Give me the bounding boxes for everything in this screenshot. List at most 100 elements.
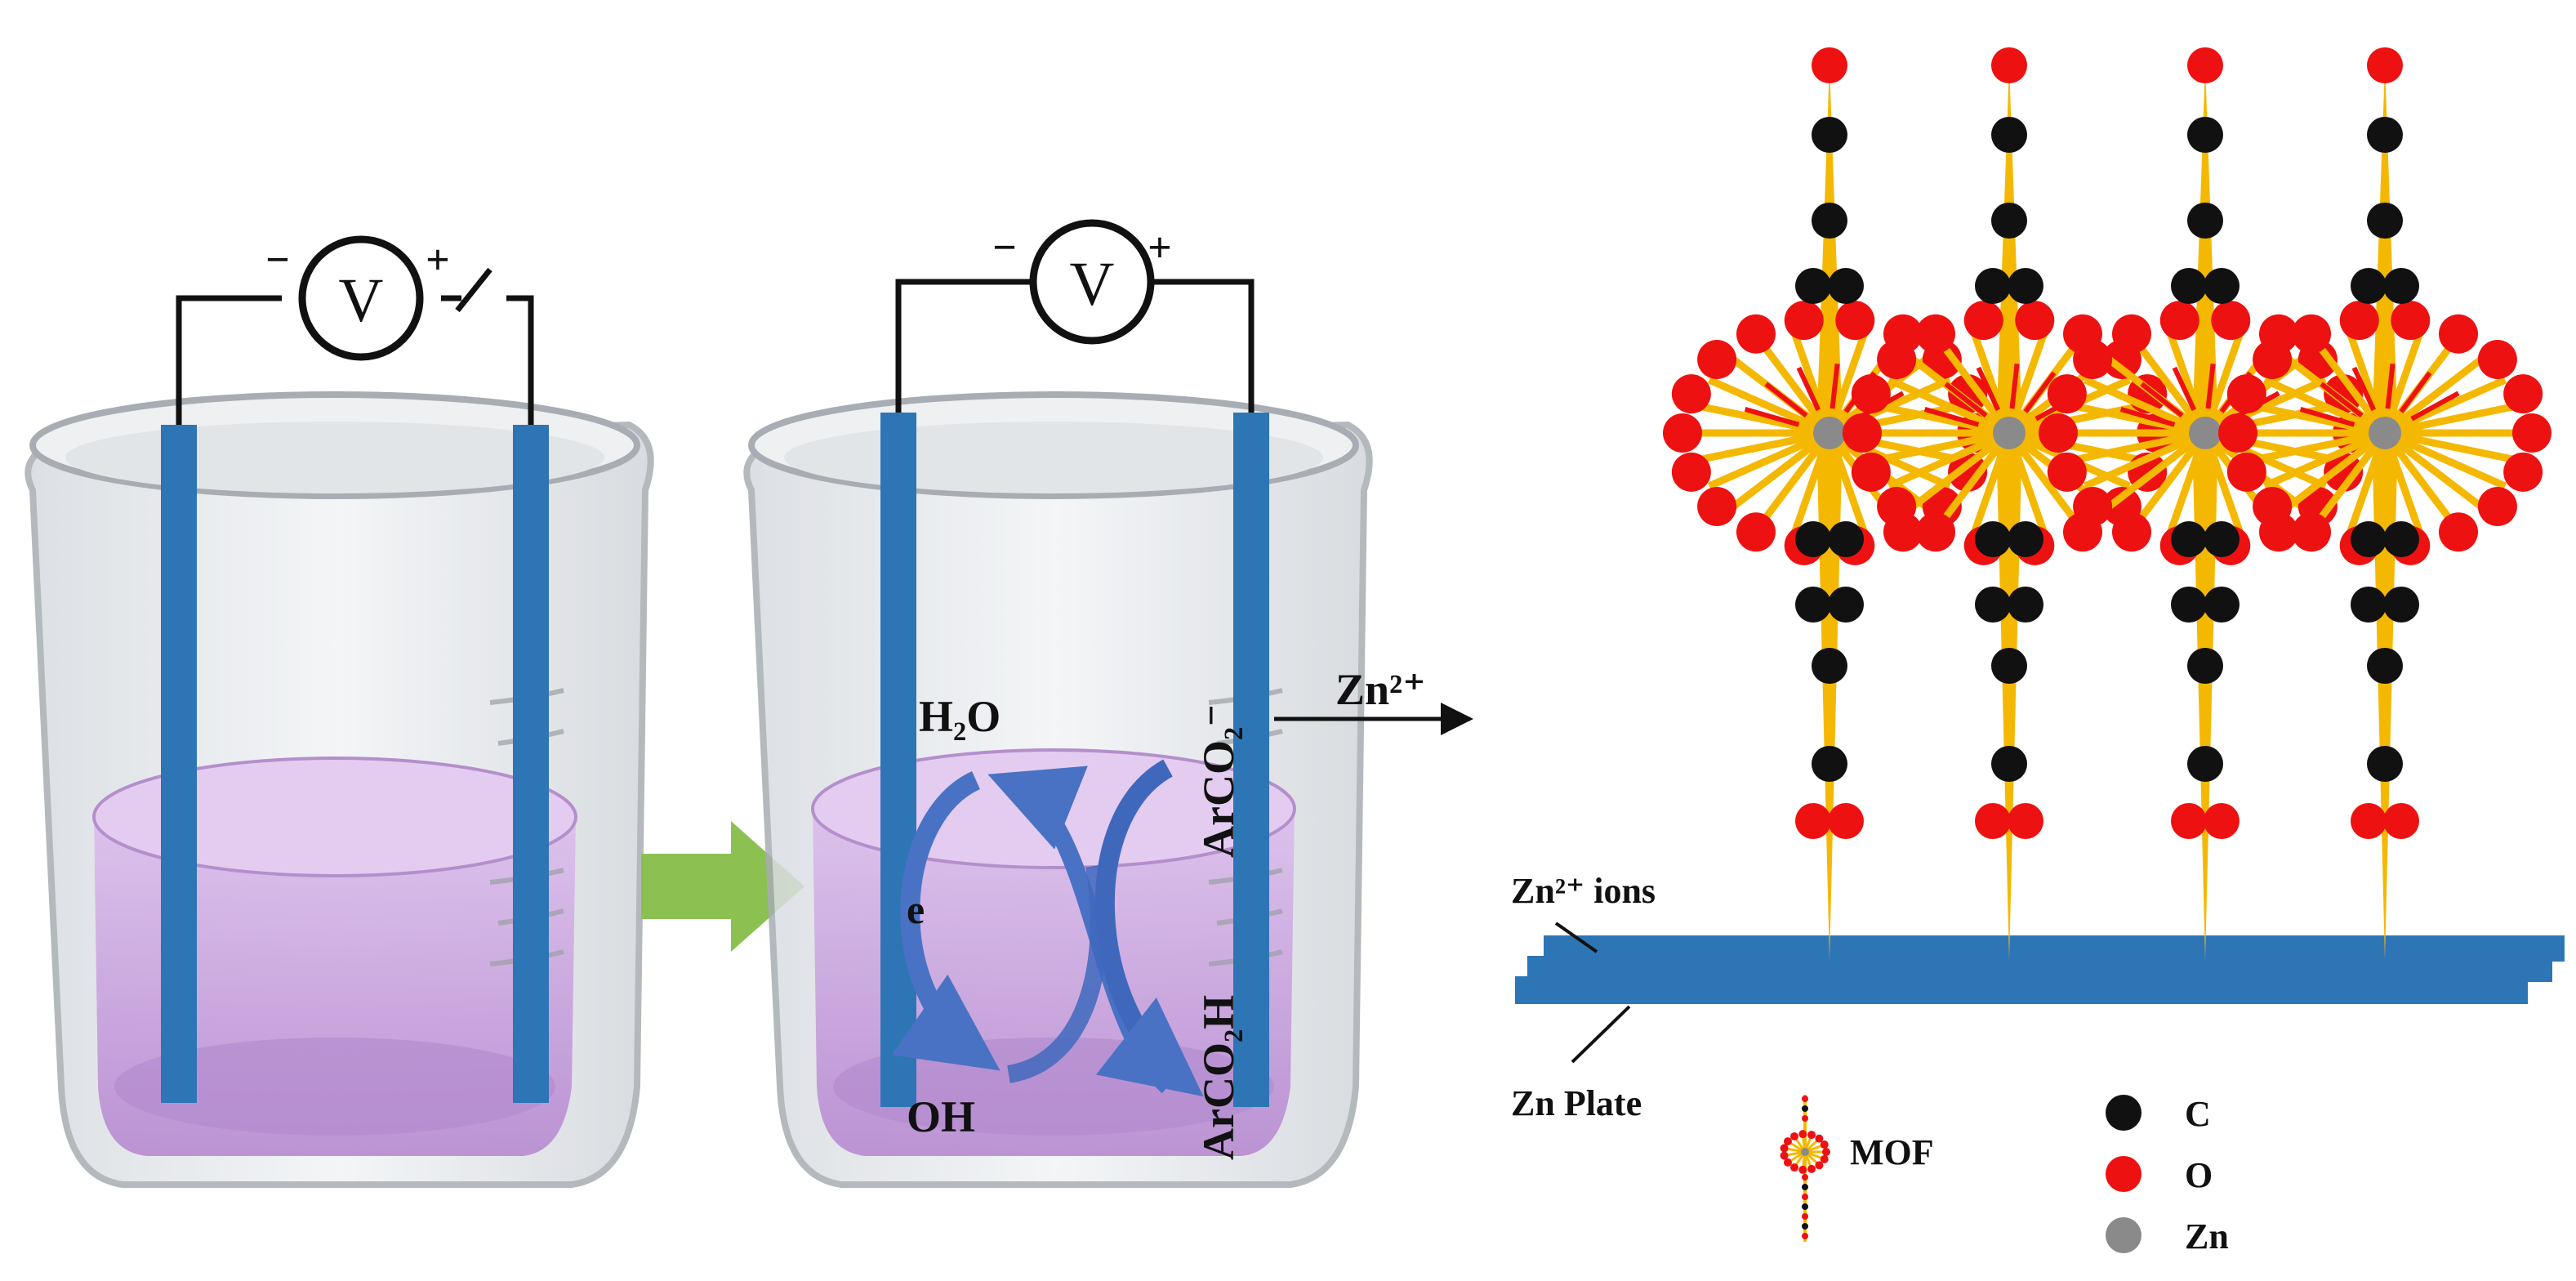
mof-bond (1969, 328, 2013, 435)
oxygen-atom (2292, 314, 2331, 354)
mof-bond (2165, 328, 2209, 435)
beaker-left: V − + (25, 235, 654, 1188)
label-electron: e (907, 886, 925, 932)
beaker-left-electrode-pos (513, 425, 549, 1103)
oxygen-atom (2226, 452, 2266, 492)
oxygen-atom (2187, 47, 2223, 83)
carbon-atom (2367, 203, 2403, 239)
beaker-right-plus: + (1148, 225, 1172, 271)
oxygen-atom (2112, 512, 2151, 552)
mof-bond (1757, 431, 1833, 528)
label-zn-ions: Zn²⁺ ions (1511, 871, 1656, 911)
mof-bond (1757, 338, 1833, 435)
carbon-atom (2351, 521, 2387, 557)
carbon-atom (1991, 203, 2027, 239)
mof-bond-accent (2351, 366, 2377, 412)
legend-mof-oxygen (1807, 1164, 1816, 1173)
oxygen-atom (2477, 486, 2517, 526)
oxygen-atom (2112, 314, 2151, 354)
legend-mof-oxygen (1783, 1137, 1792, 1146)
zinc-atom (2189, 417, 2222, 449)
legend-mof-oxygen (1822, 1148, 1830, 1156)
mof-bond-accent (2023, 371, 2057, 413)
carbon-atom (2383, 587, 2419, 623)
process-arrow (641, 821, 804, 952)
mof-bond (2382, 430, 2485, 511)
mof-bond (2201, 328, 2245, 435)
beaker-left-voltmeter (298, 235, 424, 361)
legend-carbon-label: C (2185, 1094, 2211, 1134)
oxygen-atom (1671, 374, 1711, 414)
beaker-left-wire-pos (441, 267, 534, 425)
mof-bond (2006, 431, 2082, 528)
legend-mof-oxygen (1820, 1154, 1829, 1163)
mof-pillar (1663, 47, 1996, 960)
oxygen-atom (1795, 803, 1831, 839)
legend: MOF C O Zn (1780, 1094, 2229, 1256)
legend-mof-oxygen (1798, 1165, 1807, 1174)
mof-bond (2008, 429, 2145, 465)
carbon-atom (2351, 587, 2387, 623)
legend-mof-zinc (1801, 1148, 1809, 1156)
mof-bond (1694, 401, 1830, 437)
mof-bond (2133, 431, 2208, 528)
mof-bond (1969, 431, 2013, 538)
mof-bond (1729, 430, 1832, 511)
carbon-atom (1828, 268, 1864, 304)
label-water: H₂O (919, 692, 1001, 741)
legend-oxygen-dot (2106, 1156, 2141, 1192)
carbon-atom (1828, 587, 1864, 623)
mof-bond (1887, 429, 2011, 490)
carbon-atom (2171, 587, 2207, 623)
mof-bond (1936, 431, 2012, 528)
mof-bond (2345, 328, 2389, 435)
oxygen-atom (2339, 301, 2379, 341)
oxygen-atom (2477, 340, 2517, 380)
mof-bond-accent (1944, 382, 1988, 418)
oxygen-atom (2367, 47, 2403, 83)
carbon-atom (1975, 587, 2011, 623)
mof-bond (2381, 328, 2425, 435)
carbon-atom (2204, 268, 2240, 304)
label-zn-plate: Zn Plate (1511, 1083, 1642, 1123)
legend-zinc-label: Zn (2185, 1216, 2229, 1256)
carbon-atom (2008, 521, 2043, 557)
mof-bond (1707, 376, 1831, 437)
carbon-atom (1991, 117, 2027, 153)
label-zn-release: Zn²⁺ (1335, 665, 1426, 714)
oxygen-atom (2171, 803, 2207, 839)
carbon-atom (2008, 268, 2043, 304)
legend-mof-atom (1802, 1233, 1808, 1239)
beaker-right-voltmeter-symbol: V (1070, 250, 1115, 319)
oxygen-atom (2008, 803, 2043, 839)
beaker-left-voltmeter-symbol: V (339, 266, 384, 335)
oxygen-atom (2047, 452, 2087, 492)
mof-bond (2262, 429, 2387, 490)
carbon-atom (2008, 587, 2043, 623)
oxygen-atom (1877, 486, 1917, 526)
mof-bond (2083, 376, 2207, 437)
oxygen-atom (1697, 340, 1737, 380)
legend-mof-atom (1802, 1115, 1808, 1122)
mof-bond (2384, 429, 2520, 465)
beaker-right-electrode-neg (880, 413, 916, 1107)
carbon-atom (1991, 746, 2027, 782)
mof-bond-accent (1829, 363, 1840, 409)
beaker-left-wire-neg (176, 295, 282, 425)
mof-bond (2070, 429, 2206, 465)
carbon-atom (1991, 648, 2027, 684)
oxygen-atom (2226, 374, 2266, 414)
mof-bond (2381, 431, 2425, 538)
oxygen-atom (1843, 413, 1882, 453)
mof-bond (2384, 401, 2520, 437)
zinc-atom (1813, 417, 1846, 449)
carbon-atom (1828, 521, 1864, 557)
oxygen-atom (2324, 452, 2364, 492)
mof-bond-accent (2385, 363, 2396, 409)
carbon-atom (1795, 521, 1831, 557)
mof-bond-accent (1744, 407, 1800, 427)
legend-zinc-dot (2106, 1217, 2141, 1253)
legend-mof-atom (1802, 1194, 1808, 1200)
mof-bond-accent (2205, 363, 2216, 409)
label-carboxylate: ArCO₂⁻ (1194, 703, 1243, 858)
